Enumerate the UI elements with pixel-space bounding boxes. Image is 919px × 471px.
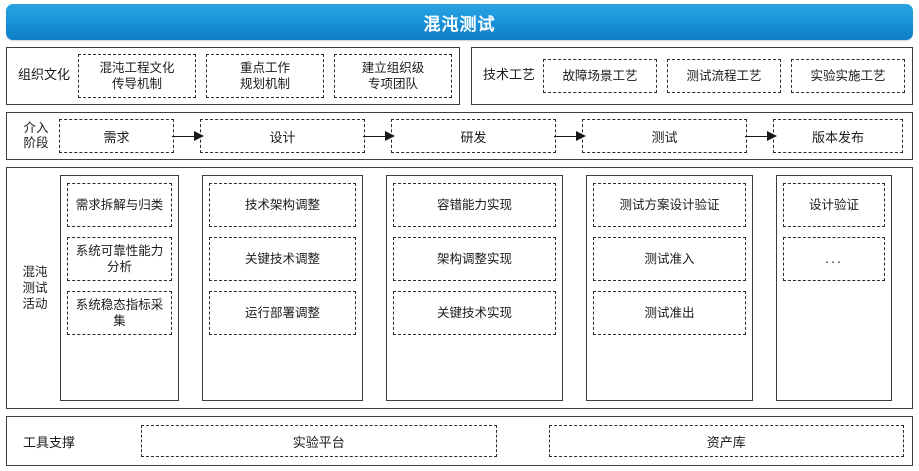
arrow-right-icon bbox=[743, 130, 777, 142]
page-title: 混沌测试 bbox=[423, 14, 496, 35]
tool-support-panel: 工具支撑 实验平台 资产库 bbox=[6, 416, 913, 466]
activity-item[interactable]: 需求拆解与归类 bbox=[67, 183, 172, 227]
stage-requirement[interactable]: 需求 bbox=[59, 119, 174, 153]
activity-column-release: 设计验证 ... bbox=[776, 175, 892, 401]
activity-item[interactable]: 系统可靠性能力 分析 bbox=[67, 237, 172, 281]
organizational-culture-label: 组织文化 bbox=[18, 68, 71, 84]
craft-item-3[interactable]: 实验实施工艺 bbox=[791, 58, 906, 94]
arrow-right-icon bbox=[170, 130, 204, 142]
craft-item-1[interactable]: 故障场景工艺 bbox=[543, 58, 658, 94]
intervention-stage-panel: 介入 阶段 需求 设计 研发 测试 版本发布 bbox=[6, 112, 913, 160]
activity-column-test: 测试方案设计验证 测试准入 测试准出 bbox=[586, 175, 753, 401]
culture-and-craft-row: 组织文化 混沌工程文化 传导机制 重点工作 规划机制 建立组织级 专项团队 技术… bbox=[6, 47, 913, 105]
organizational-culture-items: 混沌工程文化 传导机制 重点工作 规划机制 建立组织级 专项团队 bbox=[78, 48, 453, 104]
culture-item-1[interactable]: 混沌工程文化 传导机制 bbox=[78, 54, 197, 98]
craft-item-2[interactable]: 测试流程工艺 bbox=[667, 58, 782, 94]
activity-columns: 需求拆解与归类 系统可靠性能力 分析 系统稳态指标采 集 技术架构调整 关键技术… bbox=[57, 175, 906, 401]
tool-support-items: 实验平台 资产库 bbox=[141, 417, 904, 465]
activity-item[interactable]: 技术架构调整 bbox=[209, 183, 356, 227]
activity-item-more[interactable]: ... bbox=[783, 237, 885, 281]
technical-craft-lane: 技术工艺 故障场景工艺 测试流程工艺 实验实施工艺 bbox=[472, 48, 912, 104]
activity-column-requirement: 需求拆解与归类 系统可靠性能力 分析 系统稳态指标采 集 bbox=[60, 175, 179, 401]
activity-column-design: 技术架构调整 关键技术调整 运行部署调整 bbox=[202, 175, 363, 401]
arrow-right-icon bbox=[552, 130, 586, 142]
activity-item[interactable]: 测试准入 bbox=[593, 237, 746, 281]
activity-item[interactable]: 设计验证 bbox=[783, 183, 885, 227]
tool-support-label: 工具支撑 bbox=[23, 435, 76, 451]
activity-item[interactable]: 测试方案设计验证 bbox=[593, 183, 746, 227]
stage-flow: 需求 设计 研发 测试 版本发布 bbox=[59, 113, 906, 159]
chaos-testing-activities-label: 混沌 测试 活动 bbox=[22, 263, 48, 312]
activity-item[interactable]: 架构调整实现 bbox=[393, 237, 556, 281]
stage-design[interactable]: 设计 bbox=[200, 119, 365, 153]
organizational-culture-panel: 组织文化 混沌工程文化 传导机制 重点工作 规划机制 建立组织级 专项团队 bbox=[6, 47, 460, 105]
technical-craft-panel: 技术工艺 故障场景工艺 测试流程工艺 实验实施工艺 bbox=[471, 47, 913, 105]
activity-item[interactable]: 关键技术实现 bbox=[393, 291, 556, 335]
activity-item[interactable]: 关键技术调整 bbox=[209, 237, 356, 281]
activity-item[interactable]: 容错能力实现 bbox=[393, 183, 556, 227]
arrow-right-icon bbox=[361, 130, 395, 142]
tool-item-experiment-platform[interactable]: 实验平台 bbox=[141, 425, 497, 457]
organizational-culture-lane: 组织文化 混沌工程文化 传导机制 重点工作 规划机制 建立组织级 专项团队 bbox=[7, 48, 459, 104]
chaos-testing-activities-panel: 混沌 测试 活动 需求拆解与归类 系统可靠性能力 分析 系统稳态指标采 集 技术… bbox=[6, 167, 913, 409]
stage-release[interactable]: 版本发布 bbox=[773, 119, 903, 153]
tool-item-asset-library[interactable]: 资产库 bbox=[548, 425, 904, 457]
activity-column-development: 容错能力实现 架构调整实现 关键技术实现 bbox=[386, 175, 563, 401]
technical-craft-items: 故障场景工艺 测试流程工艺 实验实施工艺 bbox=[543, 48, 906, 104]
culture-item-3[interactable]: 建立组织级 专项团队 bbox=[334, 54, 453, 98]
activity-item[interactable]: 运行部署调整 bbox=[209, 291, 356, 335]
intervention-stage-label: 介入 阶段 bbox=[23, 120, 49, 150]
culture-item-2[interactable]: 重点工作 规划机制 bbox=[206, 54, 325, 98]
activity-item[interactable]: 测试准出 bbox=[593, 291, 746, 335]
technical-craft-label: 技术工艺 bbox=[483, 68, 536, 84]
stage-test[interactable]: 测试 bbox=[582, 119, 747, 153]
diagram-title-banner: 混沌测试 bbox=[6, 4, 913, 40]
stage-development[interactable]: 研发 bbox=[391, 119, 556, 153]
activity-item[interactable]: 系统稳态指标采 集 bbox=[67, 291, 172, 335]
